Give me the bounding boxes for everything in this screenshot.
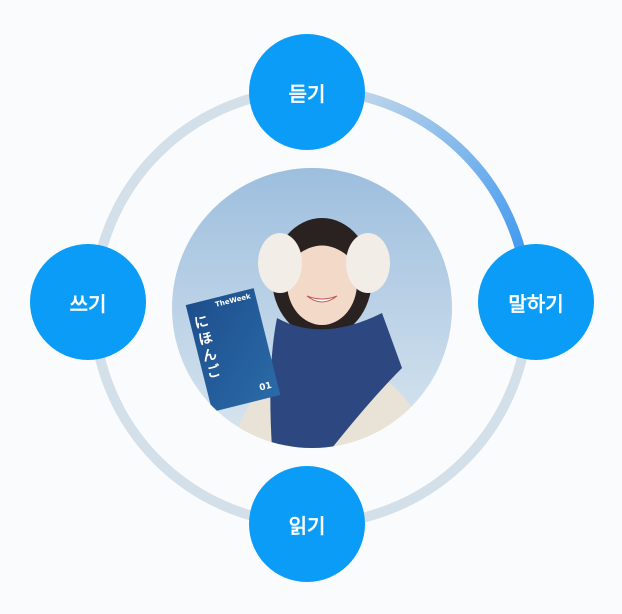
book-issue: 01 [258,380,273,394]
skill-speaking[interactable]: 말하기 [478,244,594,360]
student-photo: TheWeek にほんご 01 [172,168,452,448]
skill-reading[interactable]: 읽기 [249,466,365,582]
skill-writing[interactable]: 쓰기 [30,244,146,360]
skill-listening[interactable]: 듣기 [249,34,365,150]
